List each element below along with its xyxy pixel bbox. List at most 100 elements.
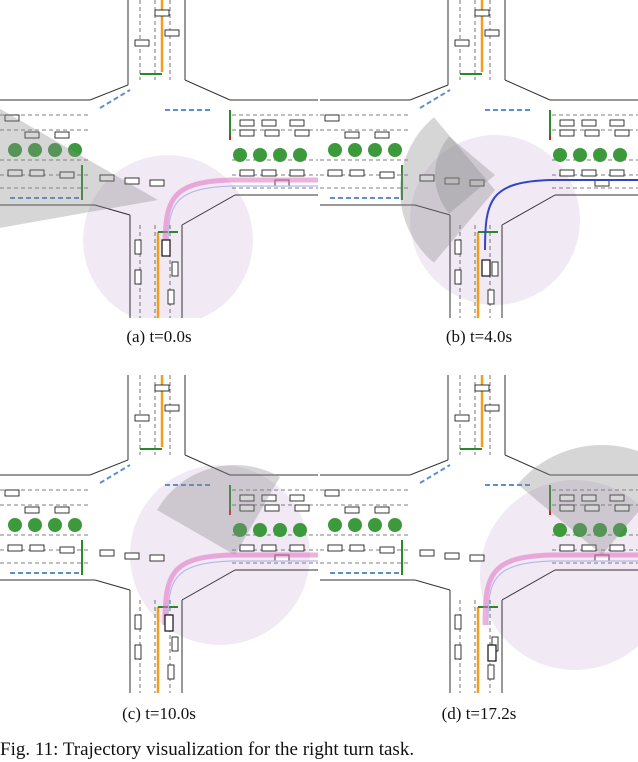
reference-path (167, 560, 318, 626)
tree-icon (328, 143, 342, 157)
vehicle (324, 114, 340, 122)
vehicle (454, 269, 462, 285)
perception-sector (157, 465, 280, 555)
vehicle (261, 494, 277, 502)
vehicle (261, 544, 277, 552)
vehicle (54, 131, 70, 139)
vehicle (54, 506, 70, 514)
crosswalk-marking (419, 464, 451, 484)
road-corner (504, 79, 551, 101)
panel-c-scene (0, 375, 318, 693)
planned-trajectory (484, 179, 638, 251)
vehicle (454, 39, 470, 47)
vehicle (327, 169, 343, 177)
vehicle (454, 414, 470, 422)
ego-vehicle (161, 239, 171, 257)
vehicle (559, 544, 575, 552)
road-corner (184, 454, 231, 476)
vehicle (134, 414, 150, 422)
road-corner (94, 579, 131, 591)
vehicle (294, 129, 310, 137)
vehicle (609, 494, 625, 502)
vehicle (614, 504, 630, 512)
road-corner (89, 84, 129, 101)
road-corner (414, 204, 451, 216)
vehicle (469, 554, 485, 562)
subcaption-b: (b) t=4.0s (445, 327, 513, 346)
tree-icon (368, 518, 382, 532)
tree-icon (388, 143, 402, 157)
tree-icon (273, 148, 287, 162)
tree-icon (593, 523, 607, 537)
tree-icon (68, 143, 82, 157)
tree-icon (28, 518, 42, 532)
subcaption-c: (c) t=10.0s (122, 704, 196, 723)
vehicle (164, 29, 180, 37)
vehicle (454, 614, 462, 630)
road-corner (501, 194, 556, 226)
vehicle (374, 506, 390, 514)
vehicle (559, 504, 575, 512)
vehicle (239, 504, 255, 512)
tree-icon (368, 143, 382, 157)
vehicle (264, 129, 280, 137)
scene-c-svg (0, 375, 318, 693)
vehicle (379, 171, 395, 179)
vehicle (134, 269, 142, 285)
vehicle (4, 114, 20, 122)
road-corner (409, 459, 449, 476)
vehicle (469, 179, 485, 187)
vehicle (419, 549, 435, 557)
vehicle (609, 119, 625, 127)
tree-icon (613, 523, 627, 537)
tree-icon (48, 518, 62, 532)
vehicle (239, 129, 255, 137)
tree-icon (68, 518, 82, 532)
reference-path (487, 560, 638, 626)
vehicle (294, 504, 310, 512)
vehicle (584, 129, 600, 137)
vehicle (154, 9, 170, 17)
vehicle (59, 546, 75, 554)
vehicle (581, 494, 597, 502)
vehicle (7, 544, 23, 552)
vehicle (484, 404, 500, 412)
vehicle (239, 544, 255, 552)
tree-icon (348, 518, 362, 532)
panel-a-scene (0, 0, 318, 318)
subcaption-d: (d) t=17.2s (441, 704, 517, 723)
vehicle (487, 289, 495, 305)
crosswalk-marking (99, 89, 131, 109)
vehicle (327, 544, 343, 552)
road-corner (504, 454, 551, 476)
perception-sector (435, 136, 495, 214)
vehicle (29, 169, 45, 177)
tree-icon (48, 143, 62, 157)
tree-icon (388, 518, 402, 532)
ego-vehicle (481, 259, 491, 277)
vehicle (289, 119, 305, 127)
vehicle (349, 544, 365, 552)
vehicle (134, 614, 142, 630)
reference-path (167, 185, 318, 251)
tree-icon (28, 143, 42, 157)
vehicle (581, 169, 597, 177)
vehicle (324, 489, 340, 497)
road-corner (181, 194, 236, 226)
vehicle (134, 239, 142, 255)
vehicle (474, 384, 490, 392)
vehicle (134, 644, 142, 660)
tree-icon (233, 523, 247, 537)
tree-icon (593, 148, 607, 162)
vehicle (487, 664, 495, 680)
vehicle (444, 177, 460, 185)
tree-icon (233, 148, 247, 162)
vehicle (474, 9, 490, 17)
perception-range-disk (410, 135, 580, 305)
scene-a-svg (0, 0, 318, 318)
vehicle (154, 384, 170, 392)
vehicle (289, 494, 305, 502)
tree-icon (8, 518, 22, 532)
figure-caption: Fig. 11: Trajectory visualization for th… (0, 739, 415, 760)
road-corner (89, 459, 129, 476)
